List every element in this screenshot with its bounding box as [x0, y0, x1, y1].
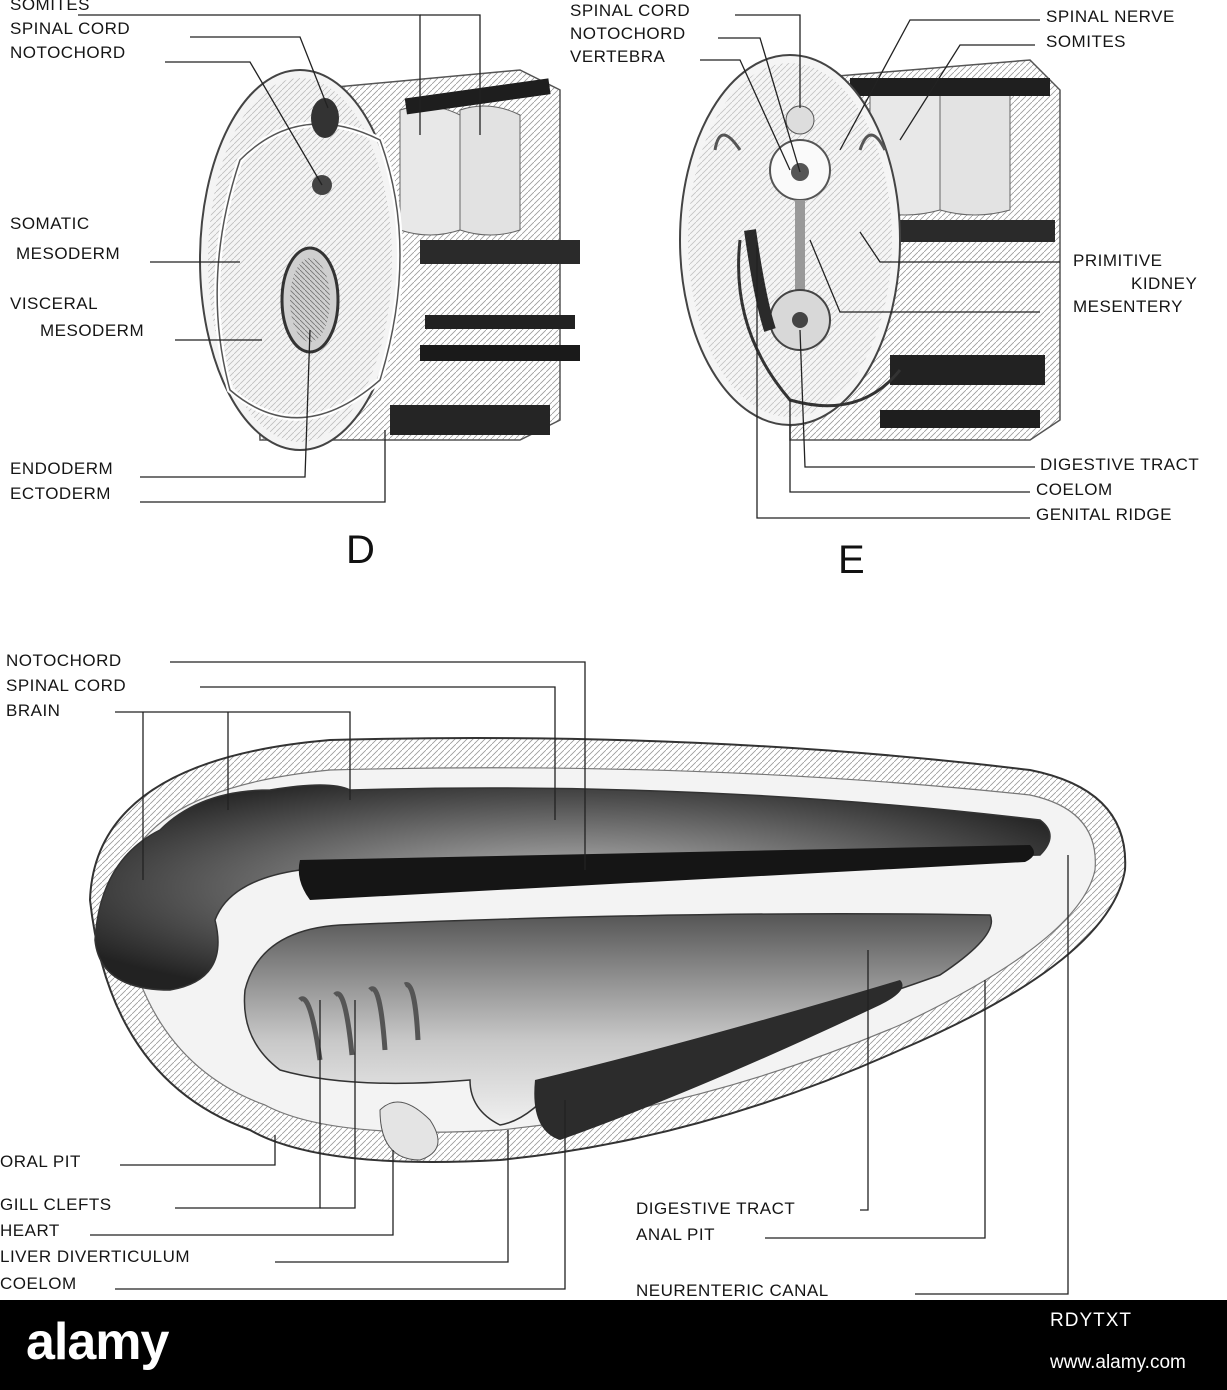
panel-e-drawing	[679, 54, 1061, 441]
stock-watermark-bar: alamy RDYTXT www.alamy.com	[0, 1300, 1227, 1390]
label-spinal-nerve-e: SPINAL NERVE	[1046, 7, 1175, 26]
label-brain-f: BRAIN	[6, 701, 61, 720]
label-coelom-e: COELOM	[1036, 480, 1113, 499]
label-spinal-cord-d: SPINAL CORD	[10, 19, 131, 38]
label-mesentery-e: MESENTERY	[1073, 297, 1183, 316]
label-neurenteric-canal-f: NEURENTERIC CANAL	[636, 1281, 829, 1300]
label-oral-pit-f: ORAL PIT	[0, 1152, 81, 1171]
label-notochord-f: NOTOCHORD	[6, 651, 122, 670]
panel-d-drawing	[199, 69, 580, 451]
label-liver-diverticulum-f: LIVER DIVERTICULUM	[0, 1247, 191, 1266]
panel-f-drawing	[88, 737, 1127, 1163]
label-heart-f: HEART	[0, 1221, 60, 1240]
label-gill-clefts-f: GILL CLEFTS	[0, 1195, 112, 1214]
label-digestive-tract-e: DIGESTIVE TRACT	[1040, 455, 1200, 474]
label-kidney-e: KIDNEY	[1131, 274, 1198, 293]
alamy-logo: alamy	[26, 1313, 169, 1371]
label-anal-pit-f: ANAL PIT	[636, 1225, 715, 1244]
label-visceral-d: VISCERAL	[10, 294, 99, 313]
site-url: www.alamy.com	[1050, 1352, 1186, 1373]
embryo-figure: SOMITES SPINAL CORD NOTOCHORD SOMATIC ME…	[0, 0, 1200, 1300]
label-notochord-d: NOTOCHORD	[10, 43, 126, 62]
label-coelom-f: COELOM	[0, 1274, 77, 1293]
label-spinal-cord-e: SPINAL CORD	[570, 1, 691, 20]
label-notochord-e: NOTOCHORD	[570, 24, 686, 43]
label-genital-ridge-e: GENITAL RIDGE	[1036, 505, 1172, 524]
image-code: RDYTXT	[1050, 1310, 1132, 1331]
label-somatic-d: SOMATIC	[10, 214, 90, 233]
label-somites-d: SOMITES	[10, 0, 91, 14]
panel-letter-d: D	[346, 528, 375, 572]
leader-lines	[78, 14, 1069, 1295]
label-somites-e: SOMITES	[1046, 32, 1127, 51]
label-spinal-cord-f: SPINAL CORD	[6, 676, 127, 695]
label-digestive-tract-f: DIGESTIVE TRACT	[636, 1199, 796, 1218]
label-endoderm-d: ENDODERM	[10, 459, 114, 478]
label-vertebra-e: VERTEBRA	[570, 47, 666, 66]
label-somatic-mesoderm-d: MESODERM	[16, 244, 121, 263]
embryo-illustration	[78, 14, 1127, 1295]
label-ectoderm-d: ECTODERM	[10, 484, 111, 503]
label-visceral-mesoderm-d: MESODERM	[40, 321, 145, 340]
label-primitive-e: PRIMITIVE	[1073, 251, 1163, 270]
panel-letter-e: E	[838, 538, 865, 582]
